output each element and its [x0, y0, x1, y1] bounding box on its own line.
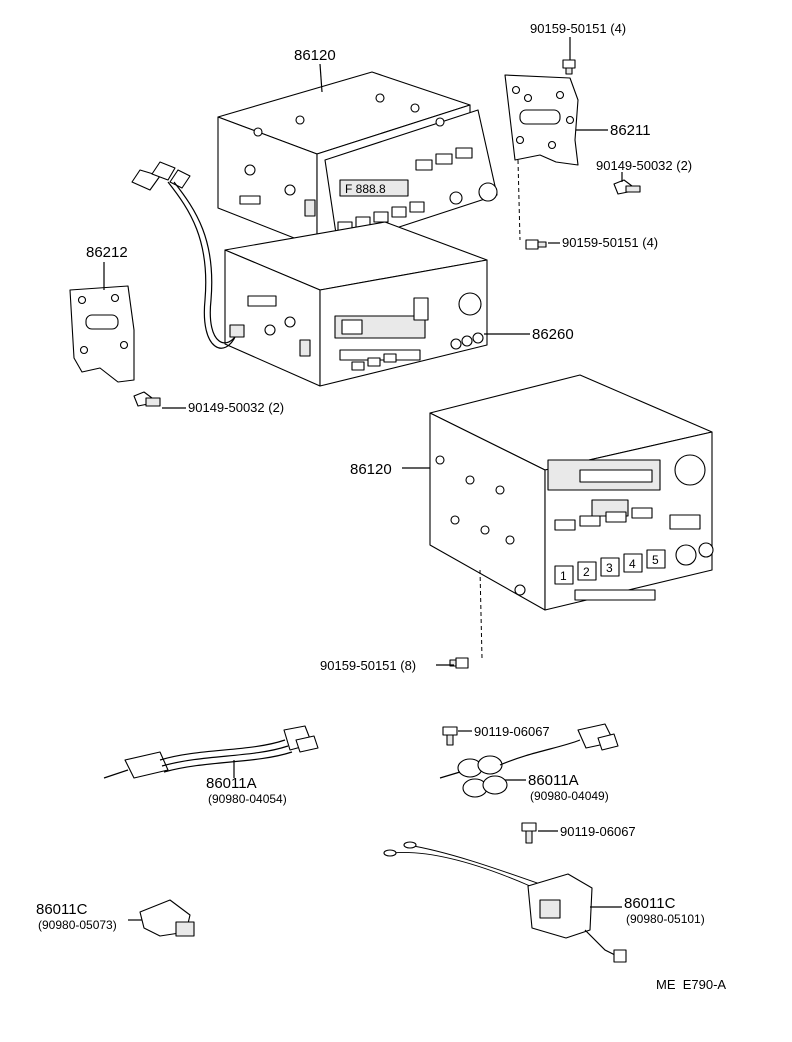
label-bracket-right: 86211 [610, 122, 651, 139]
label-harness-a1-number: (90980-04054) [208, 792, 287, 806]
diagram-code: ME E790-A [656, 977, 726, 992]
bolt-left [133, 391, 161, 407]
bracket-left [69, 285, 135, 383]
radio-unit-upper: F 888.8 [217, 71, 498, 248]
preset-button-1 [554, 565, 574, 585]
label-harness-c2-number: (90980-05101) [626, 912, 705, 926]
label-screw-right-lower: 90159-50151 (4) [562, 235, 658, 250]
screw-right-lower [525, 239, 547, 250]
screw-top-right [562, 59, 576, 75]
lower-volume-knob [675, 544, 697, 566]
label-screw-top-right: 90159-50151 (4) [530, 21, 626, 36]
label-bolt-antenna-c: 90119-06067 [560, 824, 636, 839]
preset-button-2 [577, 561, 597, 581]
radio-display: F 888.8 [345, 182, 386, 196]
label-bolt-antenna-a: 90119-06067 [474, 724, 550, 739]
lower-tuning-knob [674, 454, 706, 486]
screw-lower [449, 657, 469, 669]
label-bracket-left: 86212 [86, 244, 128, 261]
label-harness-a2-part: 86011A [528, 772, 579, 789]
connecting-harness [131, 161, 245, 349]
harness-86011a-04049 [439, 723, 619, 798]
label-unit-upper: 86120 [294, 47, 336, 64]
harness-86011c-05073 [139, 899, 195, 937]
bolt-right [613, 179, 641, 195]
label-bolt-left: 90149-50032 (2) [188, 400, 284, 415]
label-screw-lower: 90159-50151 (8) [320, 658, 416, 673]
volume-knob [449, 191, 463, 205]
label-harness-c1-part: 86011C [36, 901, 88, 918]
label-bolt-right: 90149-50032 (2) [596, 158, 692, 173]
bolt-antenna-c [521, 822, 537, 844]
leader-lines [103, 37, 623, 921]
label-harness-a1-part: 86011A [206, 775, 257, 792]
tuning-knob [478, 182, 498, 202]
label-harness-a2-number: (90980-04049) [530, 789, 609, 803]
preset-button-3 [600, 557, 620, 577]
label-harness-c2-part: 86011C [624, 895, 676, 912]
label-unit-lower: 86120 [350, 461, 392, 478]
labels: 86120 90159-50151 (4) 86211 90149-50032 … [36, 21, 726, 992]
harness-86011c-05101 [383, 841, 627, 963]
harness-86011a-04054 [103, 725, 319, 779]
label-tape-unit: 86260 [532, 326, 574, 343]
preset-button-4 [623, 553, 643, 573]
radio-unit-lower: 1 2 3 4 5 [429, 374, 714, 611]
bracket-right [504, 74, 579, 166]
preset-label-3: 3 [606, 561, 613, 575]
tape-deck-unit [224, 221, 488, 387]
preset-label-2: 2 [583, 565, 590, 579]
preset-buttons: 1 2 3 4 5 [554, 549, 666, 585]
preset-button-5 [646, 549, 666, 569]
preset-label-1: 1 [560, 569, 567, 583]
bolt-antenna-a [442, 726, 458, 746]
preset-label-5: 5 [652, 553, 659, 567]
label-harness-c1-number: (90980-05073) [38, 918, 117, 932]
tape-knob [458, 292, 482, 316]
preset-label-4: 4 [629, 557, 636, 571]
